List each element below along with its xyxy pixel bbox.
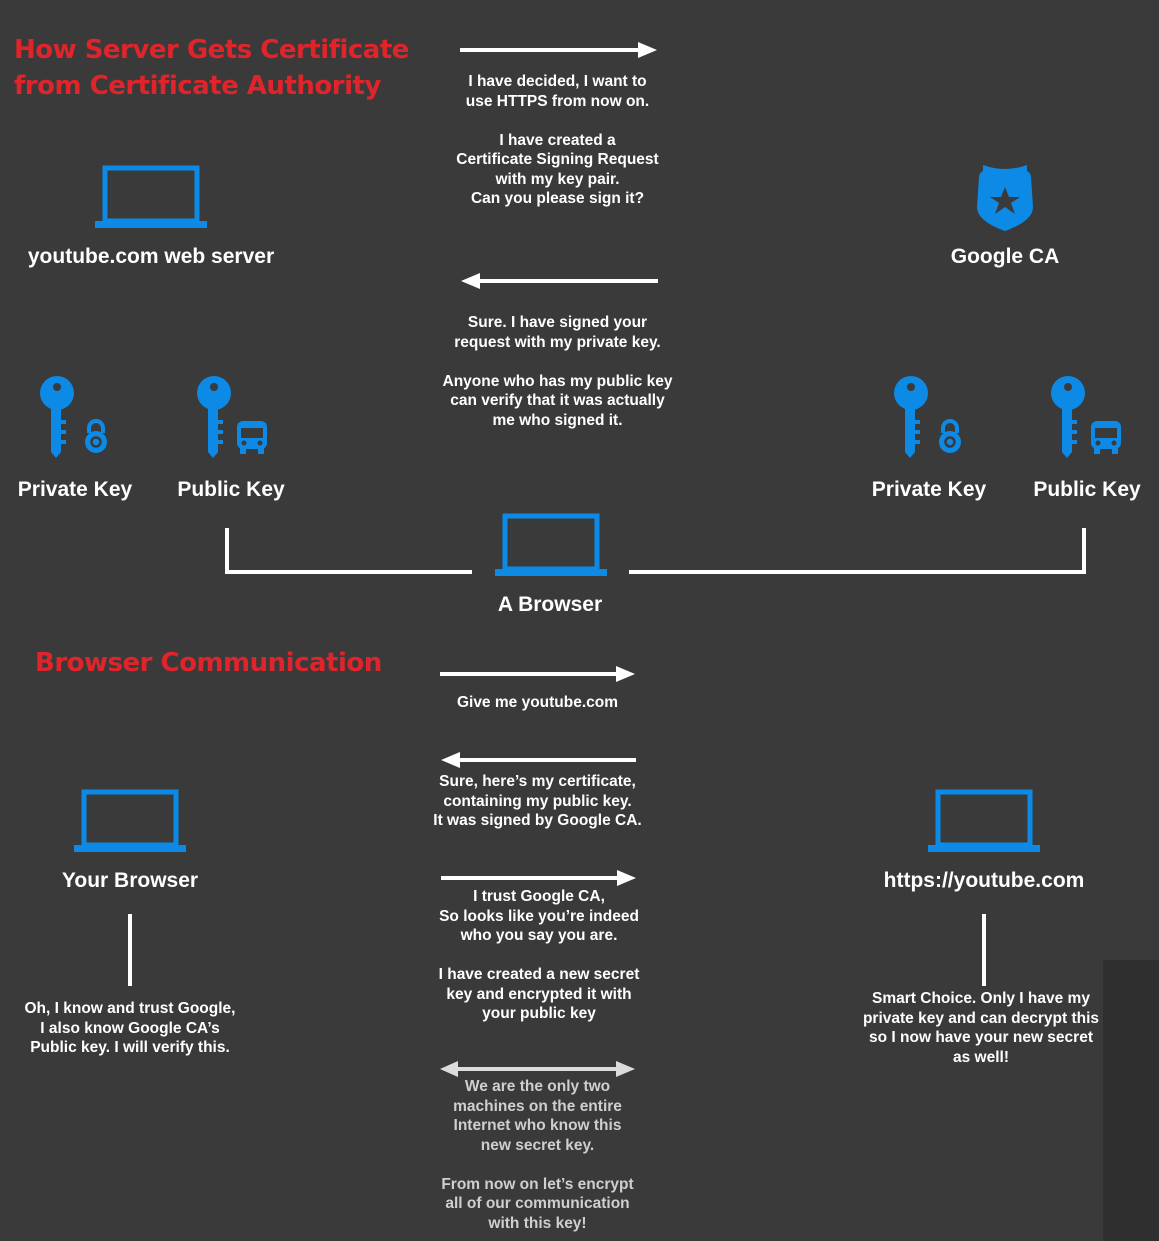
bus-icon [1090,420,1122,454]
youtube-server-label: https://youtube.com [883,869,1085,892]
key-icon [195,376,235,458]
padlock-icon [937,418,963,454]
laptop-icon [495,513,607,577]
shared-secret-message: We are the only two machines on the enti… [441,1078,634,1232]
padlock-icon [83,418,109,454]
police-badge-icon [975,163,1035,233]
left-public-key-label: Public Key [177,478,285,501]
ca-label: Google CA [950,245,1060,268]
csr-response-message: Sure. I have signed your request with my… [442,314,673,429]
right-private-key-label: Private Key [871,478,987,501]
right-public-key-label: Public Key [1033,478,1141,501]
arrow-left-icon [438,750,638,770]
server-decrypt-note: Smart Choice. Only I have my private key… [862,990,1100,1066]
server-label: youtube.com web server [27,245,275,268]
section1-title-line2: from Certificate Authority [14,71,381,101]
arrow-left-icon [458,271,658,291]
key-icon [38,376,78,458]
section2-title: Browser Communication [35,648,382,678]
vertical-connector [128,914,132,986]
key-icon [892,376,932,458]
corner-shade [1103,960,1159,1241]
arrow-right-icon [440,664,640,684]
csr-request-message: I have decided, I want to use HTTPS from… [456,73,659,207]
browser-verify-note: Oh, I know and trust Google, I also know… [24,1000,236,1056]
arrow-right-icon [460,40,660,60]
left-private-key-label: Private Key [17,478,133,501]
laptop-icon [74,789,186,853]
key-icon [1049,376,1089,458]
bracket-connectors [0,0,1159,600]
trust-message: I trust Google CA, So looks like you’re … [438,888,640,1022]
arrow-right-icon [441,868,641,888]
laptop-icon [928,789,1040,853]
your-browser-label: Your Browser [61,869,199,892]
double-arrow-icon [438,1059,638,1079]
give-me-message: Give me youtube.com [456,694,619,711]
section1-title: How Server Gets Certificate from Certifi… [14,32,409,104]
section1-title-line1: How Server Gets Certificate [14,35,409,65]
certificate-message: Sure, here’s my certificate, containing … [433,773,642,829]
bus-icon [236,420,268,454]
vertical-connector [982,914,986,986]
laptop-icon [95,165,207,229]
a-browser-label: A Browser [497,593,603,616]
